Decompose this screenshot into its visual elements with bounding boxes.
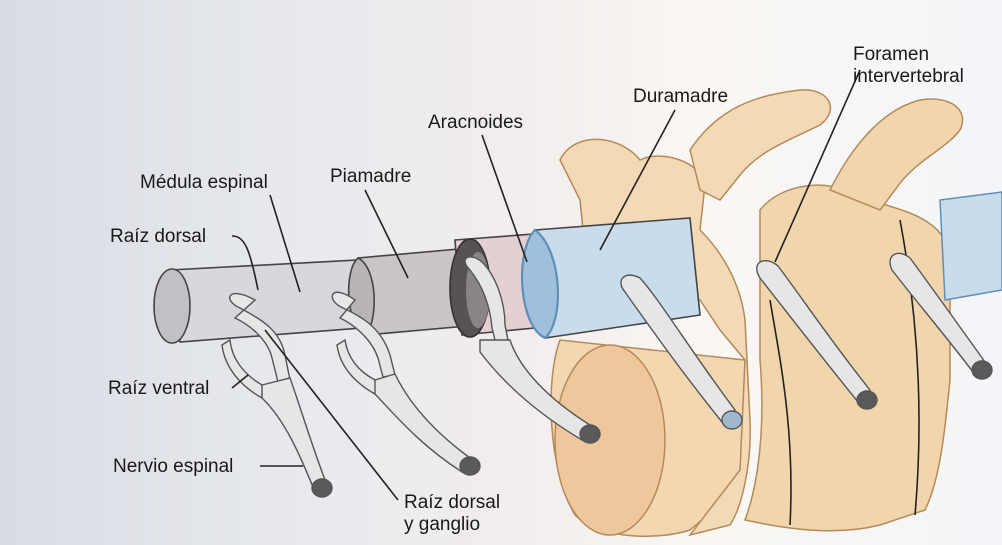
label-raiz-dorsal-ganglio-line2: y ganglio — [404, 514, 480, 535]
label-piamadre: Piamadre — [330, 166, 411, 187]
vertebra-2-process — [830, 99, 963, 210]
duramadre — [522, 218, 700, 338]
label-foramen-line2: intervertebral — [853, 66, 964, 87]
spinal-nerve-6-tip — [972, 361, 992, 379]
label-nervio-espinal: Nervio espinal — [113, 456, 233, 477]
label-raiz-dorsal-ganglio-line1: Raíz dorsal — [404, 492, 500, 513]
label-aracnoides: Aracnoides — [428, 112, 523, 133]
vertebra-2 — [745, 185, 950, 531]
label-raiz-ventral: Raíz ventral — [108, 378, 209, 399]
label-raiz-dorsal: Raíz dorsal — [110, 226, 206, 247]
spinal-nerve-1-tip — [312, 479, 332, 497]
spinal-nerve-5-tip — [857, 391, 877, 409]
spinal-nerve-2-tip — [460, 457, 480, 475]
spinal-cord-cut-face — [154, 269, 190, 343]
label-duramadre: Duramadre — [633, 86, 728, 107]
dura-body — [535, 218, 700, 338]
dura-tube-right — [940, 192, 1002, 300]
spinal-nerve-3-tip — [580, 425, 600, 443]
spinal-nerve-2 — [375, 374, 470, 472]
label-medula-espinal: Médula espinal — [140, 172, 268, 193]
label-foramen-line1: Foramen — [853, 44, 929, 65]
vertebral-body-face — [555, 345, 665, 535]
spinal-nerve-4-tip — [722, 411, 742, 429]
